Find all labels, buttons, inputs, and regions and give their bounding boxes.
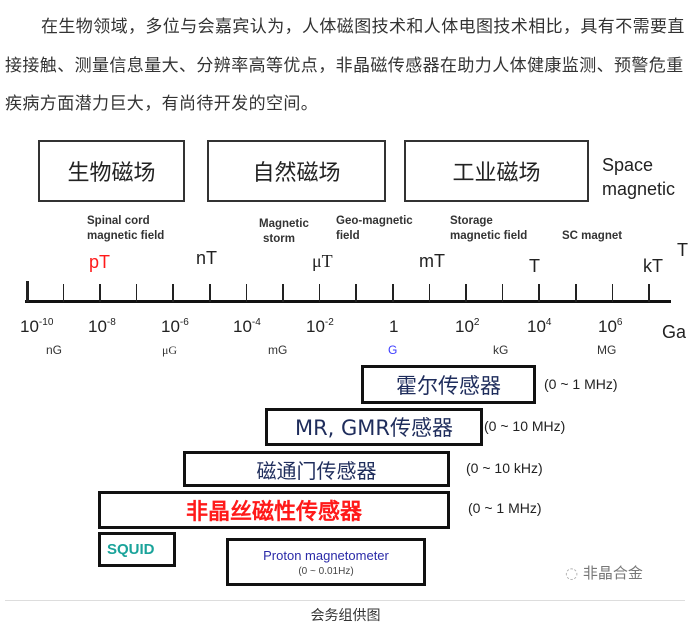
- unit-kT: kT: [643, 256, 663, 276]
- gauss-nG: nG: [46, 343, 63, 357]
- watermark: ◌ 非晶合金: [565, 564, 643, 582]
- sensor-squid: SQUID: [98, 532, 176, 567]
- exponent-label: 10-8: [88, 317, 116, 336]
- example-sc: SC magnet: [562, 230, 623, 242]
- axis-tick: [428, 284, 431, 302]
- unit-pT: pT: [89, 252, 111, 272]
- gauss-kG: kG: [493, 343, 509, 357]
- axis-tick: [392, 284, 394, 302]
- axis-unit: Ga: [662, 322, 687, 342]
- gauss-mG: mG: [268, 343, 288, 357]
- category-bio: 生物磁场: [38, 140, 185, 202]
- exponent-label: 10-6: [161, 317, 189, 336]
- figure-caption: 会务组供图: [310, 608, 381, 624]
- axis-tick: [245, 284, 248, 302]
- freq-mr: (0 ~ 10 MHz): [484, 418, 566, 434]
- unit-TT: T: [677, 240, 688, 260]
- unit-T: T: [529, 256, 540, 276]
- unit-nT: nT: [196, 248, 218, 268]
- axis-tick: [172, 284, 174, 302]
- exponent-label: 102: [455, 317, 480, 336]
- freq-amorphous: (0 ~ 1 MHz): [468, 500, 542, 516]
- sensor-mr-gmr: MR, GMR传感器: [265, 408, 483, 446]
- axis-tick: [355, 284, 357, 302]
- axis-tick: [62, 284, 65, 302]
- sensor-hall: 霍尔传感器: [361, 365, 536, 404]
- axis-line: [25, 300, 671, 303]
- exponent-label: 106: [598, 317, 623, 336]
- gauss-G: G: [388, 343, 398, 357]
- unit-uT: μT: [312, 251, 333, 271]
- wechat-icon: ◌: [565, 564, 583, 582]
- freq-fluxgate: (0 ~ 10 kHz): [466, 460, 543, 476]
- axis-tick: [575, 284, 577, 302]
- axis-tick: [501, 284, 504, 302]
- sensor-proton: Proton magnetometer(0 ~ 0.01Hz): [226, 538, 426, 586]
- axis-tick: [26, 281, 29, 302]
- sensor-fluxgate: 磁通门传感器: [183, 451, 450, 487]
- exponent-label: 104: [527, 317, 552, 336]
- exponent-label: 10-10: [20, 317, 54, 336]
- category-label: 工业磁场: [452, 161, 541, 186]
- category-label: 自然磁场: [252, 161, 341, 186]
- gauss-uG: μG: [162, 343, 178, 357]
- unit-mT: mT: [419, 251, 445, 271]
- freq-hall: (0 ~ 1 MHz): [544, 376, 618, 392]
- axis-tick: [648, 284, 650, 302]
- category-label: 生物磁场: [67, 161, 156, 186]
- article-paragraph: 在生物领域，多位与会嘉宾认为，人体磁图技术和人体电图技术相比，具有不需要直接接触…: [5, 17, 685, 114]
- axis-tick: [209, 284, 211, 302]
- axis-tick: [99, 284, 101, 302]
- axis-tick: [135, 284, 138, 302]
- exponent-label: 1: [389, 317, 399, 336]
- axis-tick: [318, 284, 321, 302]
- sensor-amorphous: 非晶丝磁性传感器: [98, 491, 450, 529]
- exponent-label: 10-4: [233, 317, 261, 336]
- figure-divider: [5, 600, 685, 601]
- exponent-label: 10-2: [306, 317, 334, 336]
- category-natural: 自然磁场: [207, 140, 386, 202]
- category-industrial: 工业磁场: [404, 140, 589, 202]
- axis-tick: [611, 284, 614, 302]
- gauss-MG: MG: [597, 343, 617, 357]
- axis-tick: [465, 284, 467, 302]
- axis-tick: [282, 284, 284, 302]
- axis-tick: [538, 284, 540, 302]
